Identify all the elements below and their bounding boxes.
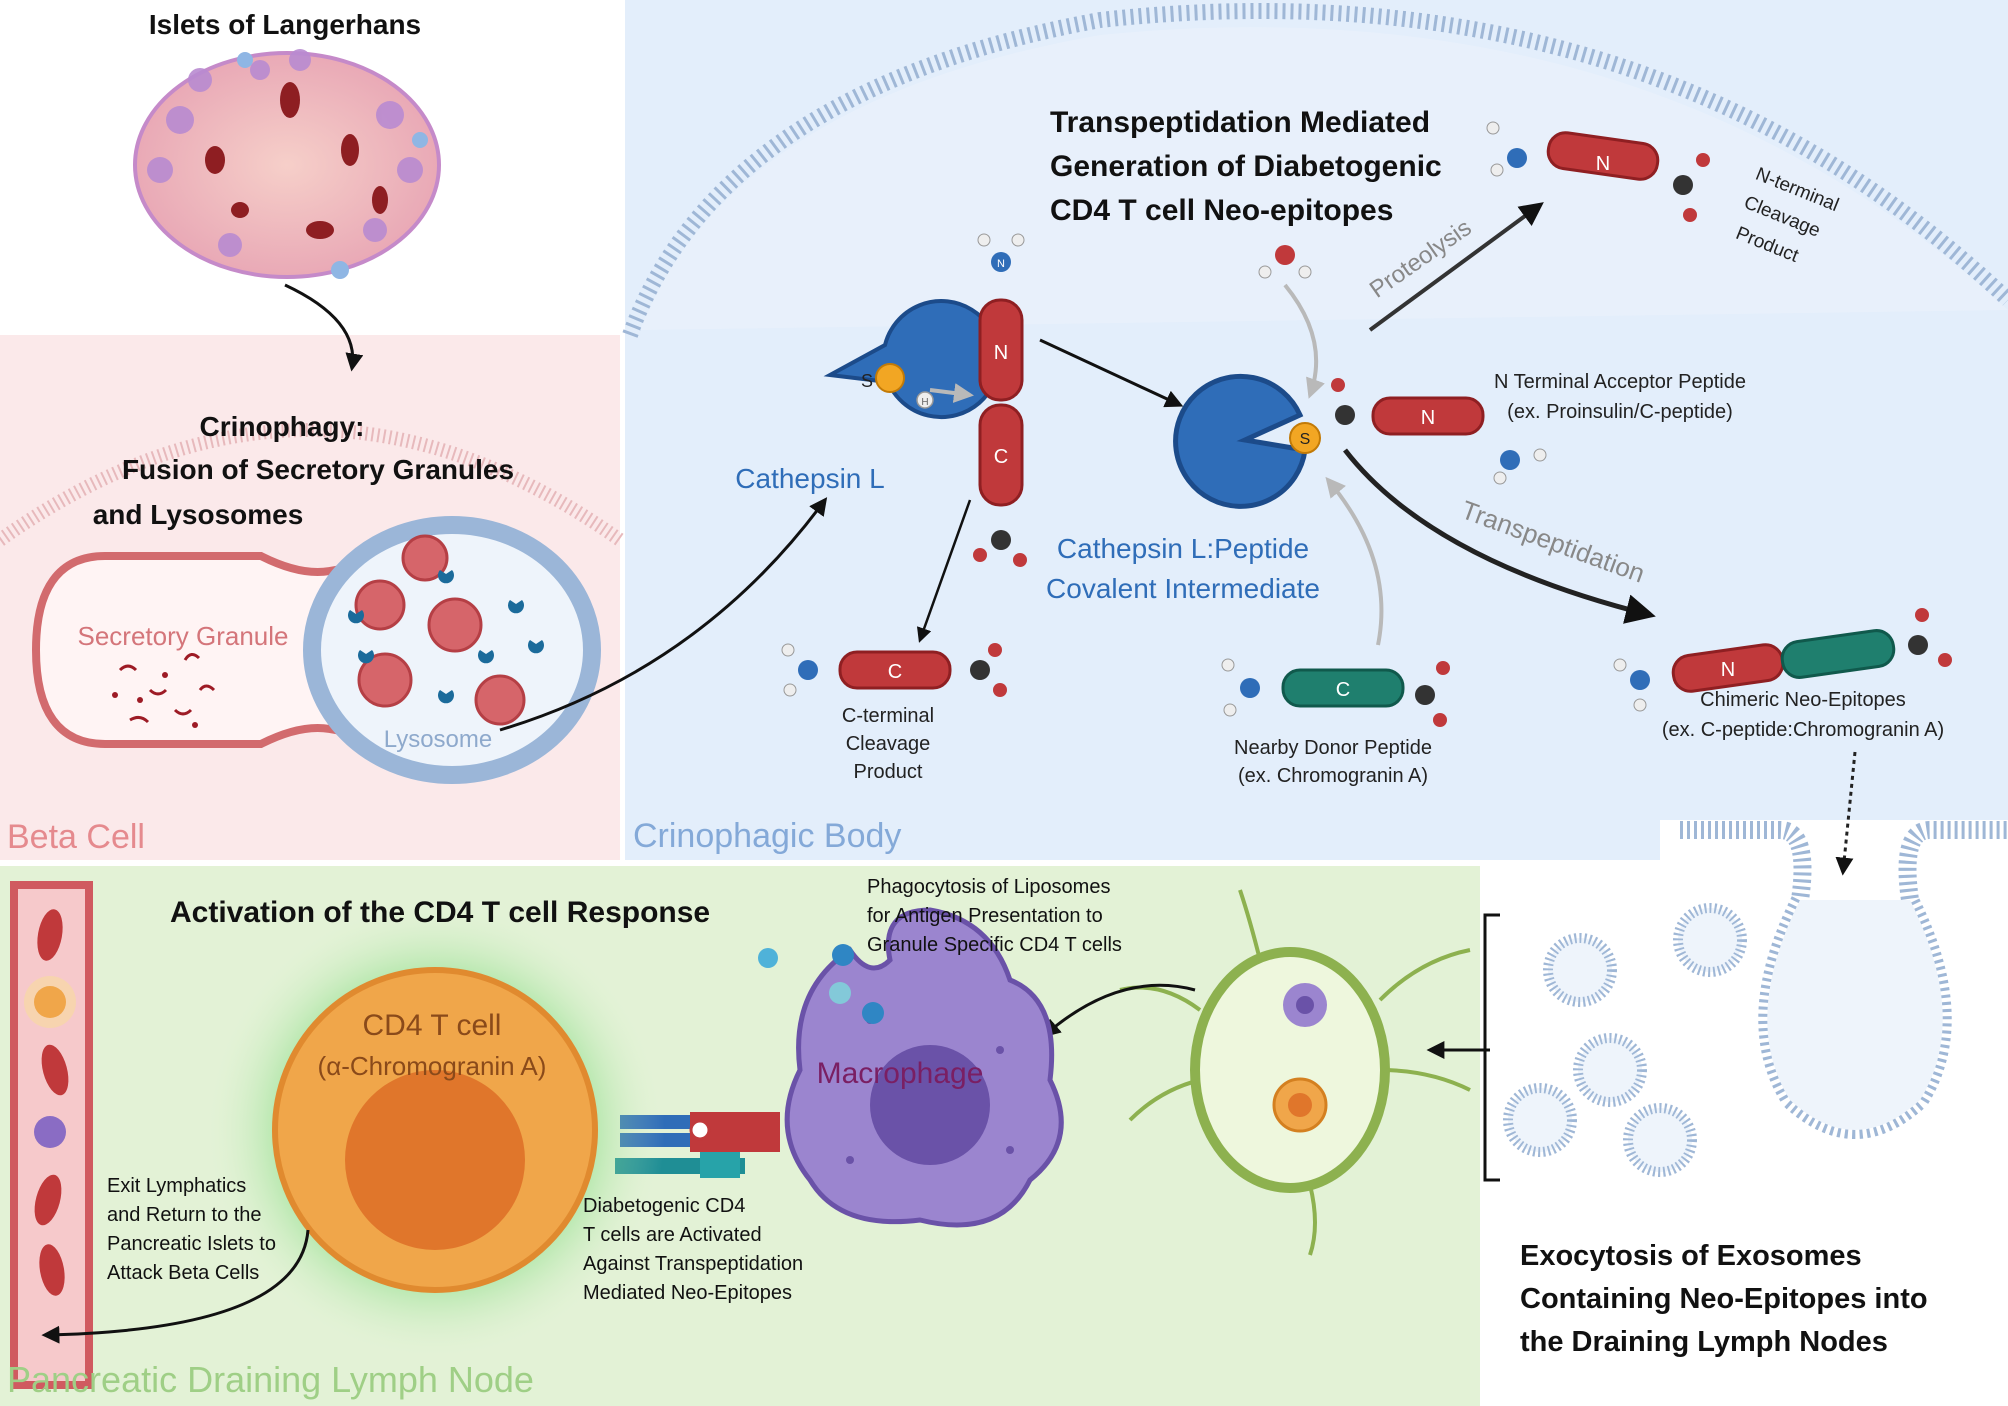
exocytosis-title-2: Containing Neo-Epitopes into bbox=[1520, 1283, 1928, 1315]
cd4-label-2: (α-Chromogranin A) bbox=[318, 1051, 547, 1081]
transpep-title-1: Transpeptidation Mediated bbox=[1050, 106, 1430, 139]
transpep-title-2: Generation of Diabetogenic bbox=[1050, 150, 1442, 183]
c-terminal-product bbox=[781, 643, 1007, 697]
intermediate-label-1: Cathepsin L:Peptide bbox=[1057, 533, 1309, 564]
antigen-presenting-cell bbox=[1119, 889, 1471, 1256]
activation-title: Activation of the CD4 T cell Response bbox=[170, 896, 710, 929]
exosome-group bbox=[1503, 903, 1747, 1177]
c-terminal-label-3: Product bbox=[854, 761, 923, 783]
intermediate-label-2: Covalent Intermediate bbox=[1046, 573, 1320, 604]
apc-to-macrophage-arrow bbox=[1042, 983, 1196, 1038]
n-terminal-n-segment: N bbox=[1596, 153, 1610, 175]
cathepsin-peptide-intermediate bbox=[1173, 373, 1547, 509]
n-terminal-product bbox=[1486, 121, 1710, 222]
chimeric-neo-epitope bbox=[1613, 608, 1952, 712]
crinophagy-title-1: Crinophagy: bbox=[200, 411, 365, 442]
water-attack-arrow bbox=[1283, 283, 1325, 399]
donor-label-2: (ex. Chromogranin A) bbox=[1238, 765, 1428, 787]
cathepsin-attack-arrow bbox=[929, 383, 974, 403]
cd4-t-cell bbox=[272, 967, 598, 1293]
substrate-n-segment: N bbox=[994, 342, 1008, 364]
intermediate-n-segment: N bbox=[1421, 407, 1435, 429]
transpep-title-3: CD4 T cell Neo-epitopes bbox=[1050, 194, 1393, 227]
islet-to-crinophagy-arrow bbox=[284, 283, 364, 372]
exocytosis-title-1: Exocytosis of Exosomes bbox=[1520, 1240, 1862, 1272]
proteolysis-arrow bbox=[1368, 202, 1544, 332]
liposome-dots bbox=[758, 944, 884, 1024]
substrate-peptide bbox=[973, 233, 1027, 567]
water-molecule bbox=[1258, 245, 1312, 279]
chimeric-label-2: (ex. C-peptide:Chromogranin A) bbox=[1662, 719, 1944, 741]
activated-label-1: Diabetogenic CD4 bbox=[583, 1195, 745, 1217]
activated-label-2: T cells are Activated bbox=[583, 1224, 762, 1246]
c-terminal-c-segment: C bbox=[888, 661, 902, 683]
cd4-label-1: CD4 T cell bbox=[363, 1009, 502, 1042]
acceptor-label-1: N Terminal Acceptor Peptide bbox=[1494, 371, 1746, 393]
secretory-granule-label: Secretory Granule bbox=[78, 621, 289, 651]
activated-label-3: Against Transpeptidation bbox=[583, 1253, 803, 1275]
secretory-granule bbox=[31, 552, 338, 748]
acceptor-label-2: (ex. Proinsulin/C-peptide) bbox=[1507, 401, 1733, 423]
islets-title: Islets of Langerhans bbox=[149, 9, 421, 40]
macrophage-label: Macrophage bbox=[817, 1057, 984, 1090]
c-terminal-label-1: C-terminal bbox=[842, 705, 934, 727]
to-intermediate-arrow bbox=[1039, 338, 1184, 408]
lysosome bbox=[303, 516, 601, 784]
exocytosis-membrane bbox=[1680, 821, 2008, 1139]
crinophagy-title-2: Fusion of Secretory Granules bbox=[122, 454, 514, 485]
blood-vessel bbox=[10, 881, 93, 1389]
donor-peptide bbox=[1221, 658, 1450, 727]
lysosome-to-cathepsin-arrow bbox=[499, 497, 828, 732]
lymph-node-label: Pancreatic Draining Lymph Node bbox=[7, 1359, 534, 1400]
cathepsin-l-label: Cathepsin L bbox=[735, 463, 884, 494]
hydrogen-atom-label: H bbox=[921, 397, 928, 408]
exit-label-1: Exit Lymphatics bbox=[107, 1175, 246, 1197]
exit-to-vessel-arrow bbox=[41, 1229, 310, 1344]
donor-attack-arrow bbox=[1325, 476, 1384, 646]
substrate-nitrogen: N bbox=[997, 258, 1005, 270]
exit-label-3: Pancreatic Islets to bbox=[107, 1233, 276, 1255]
c-terminal-release-arrow bbox=[916, 499, 972, 643]
c-terminal-label-2: Cleavage bbox=[846, 733, 931, 755]
intermediate-sulfur: S bbox=[1300, 431, 1311, 448]
chimeric-n-segment: N bbox=[1721, 659, 1735, 681]
chimeric-label-1: Chimeric Neo-Epitopes bbox=[1700, 689, 1906, 711]
islet-illustration bbox=[133, 49, 441, 279]
substrate-c-segment: C bbox=[994, 446, 1008, 468]
phago-label-1: Phagocytosis of Liposomes bbox=[867, 876, 1110, 898]
exocytosis-title-3: the Draining Lymph Nodes bbox=[1520, 1326, 1888, 1358]
transpeptidation-arrow bbox=[1343, 448, 1656, 624]
activated-label-4: Mediated Neo-Epitopes bbox=[583, 1282, 792, 1304]
phago-label-2: for Antigen Presentation to bbox=[867, 905, 1103, 927]
lysosome-label: Lysosome bbox=[384, 726, 493, 753]
donor-label-1: Nearby Donor Peptide bbox=[1234, 737, 1432, 759]
sulfur-atom-label: S bbox=[861, 371, 873, 391]
beta-cell-label: Beta Cell bbox=[7, 818, 145, 856]
donor-c-segment: C bbox=[1336, 679, 1350, 701]
crinophagic-body-label: Crinophagic Body bbox=[633, 817, 901, 855]
exit-label-4: Attack Beta Cells bbox=[107, 1262, 259, 1284]
phago-label-3: Granule Specific CD4 T cells bbox=[867, 934, 1122, 956]
crinophagy-title-3: and Lysosomes bbox=[93, 499, 304, 530]
exit-label-2: and Return to the bbox=[107, 1204, 262, 1226]
